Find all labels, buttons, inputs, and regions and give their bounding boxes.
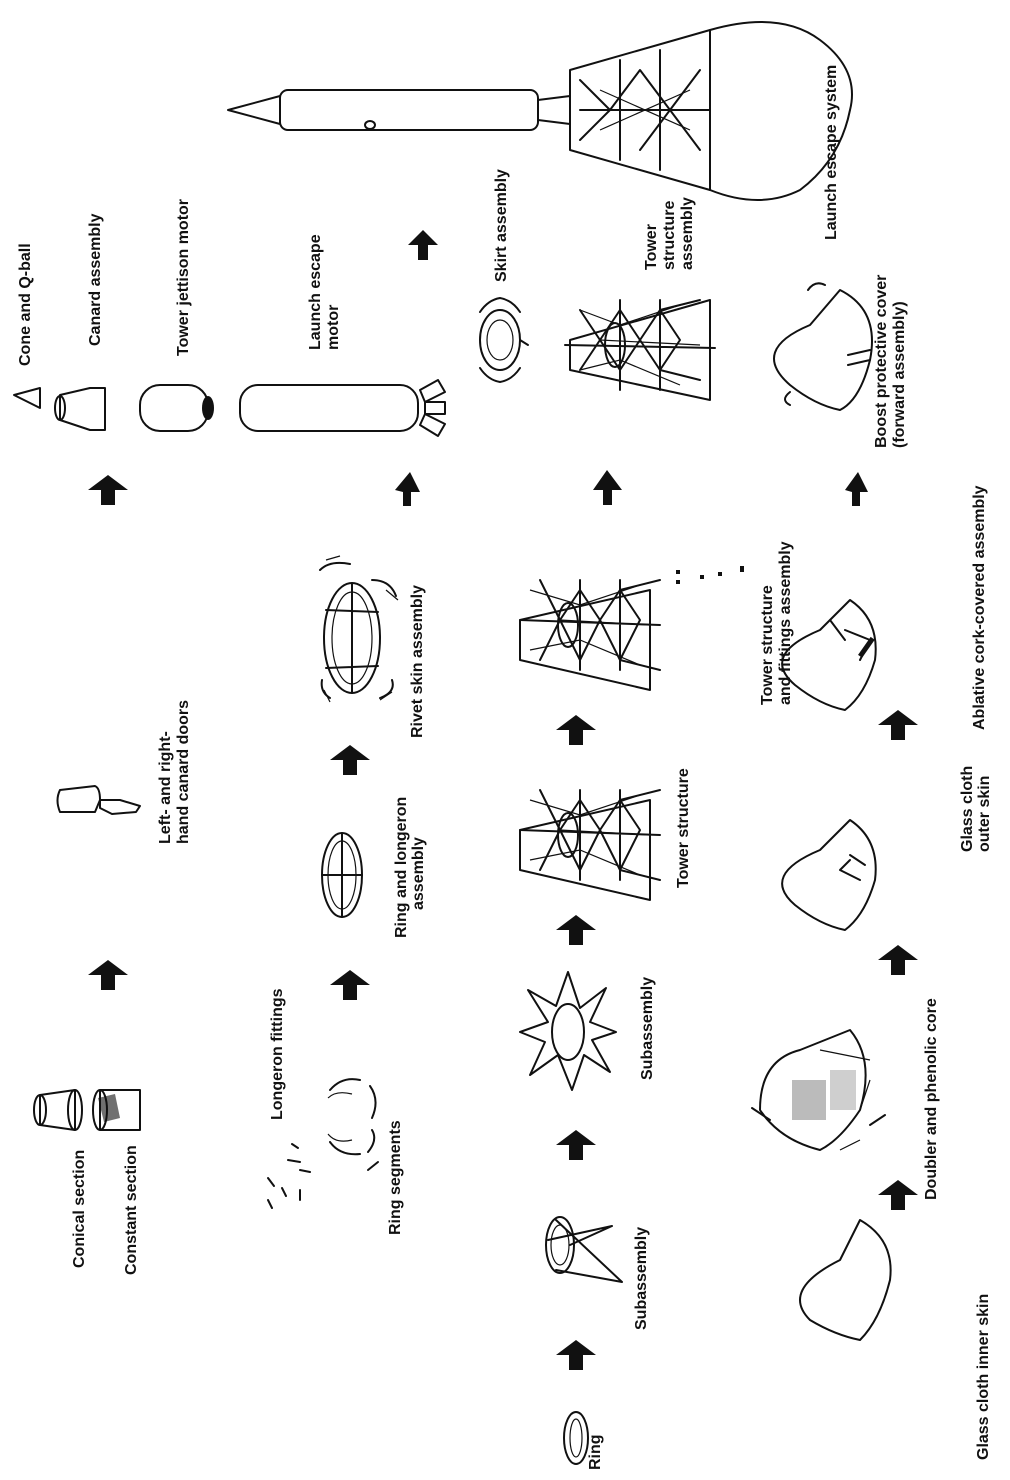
arrow-fittings-to-assembly [593, 470, 622, 505]
arrow-sub1-to-sub2 [556, 1130, 596, 1160]
ring-drawing [563, 1411, 589, 1465]
label-canard-doors-line1: Left- and right- [157, 731, 174, 844]
label-longeron-fittings: Longeron fittings [269, 988, 286, 1120]
label-constant: Constant section [123, 1145, 140, 1275]
constant-section-drawing [92, 1089, 141, 1131]
label-tower-assembly-line2: structure [661, 201, 678, 270]
arrow-segments-to-ring-longeron [330, 970, 370, 1000]
label-tower-structure: Tower structure [675, 768, 692, 888]
rivet-skin-drawing [319, 555, 399, 703]
label-skirt: Skirt assembly [493, 169, 510, 282]
conical-section-drawing [33, 1089, 83, 1131]
label-canard-assembly: Canard assembly [87, 213, 104, 346]
label-tower-fittings-line1: Tower structure [759, 585, 776, 705]
arrow-sub2-to-tower [556, 915, 596, 945]
skirt-drawing [479, 297, 529, 383]
doubler-core-drawing [751, 1029, 886, 1151]
subassembly-2-drawing [519, 971, 617, 1091]
label-launch-escape-system: Launch escape system [823, 65, 840, 240]
glass-inner-skin-drawing [799, 1219, 892, 1341]
arrow-doubler-to-outer [878, 945, 918, 975]
label-boost-cover-line2: (forward assembly) [891, 301, 908, 448]
label-ablative: Ablative cork-covered assembly [971, 485, 988, 730]
label-ring-segments: Ring segments [387, 1120, 404, 1235]
label-boost-cover-line1: Boost protective cover [873, 275, 890, 448]
label-glass-outer-line1: Glass cloth [959, 766, 976, 852]
arrow-outer-to-ablative [878, 710, 918, 740]
ring-longeron-drawing [321, 832, 363, 918]
canard-doors-drawing [56, 785, 141, 815]
label-rivet-skin: Rivet skin assembly [409, 585, 426, 738]
label-tower-assembly-line1: Tower [643, 224, 660, 270]
label-subassembly-2: Subassembly [639, 977, 656, 1080]
label-glass-inner: Glass cloth inner skin [975, 1294, 992, 1460]
ring-segments-drawing [327, 1078, 379, 1171]
glass-outer-skin-drawing [781, 819, 877, 931]
arrow-inner-to-doubler [878, 1180, 918, 1210]
tower-assembly-drawing [564, 299, 716, 401]
cone-qball-drawing [13, 387, 41, 409]
canard-assembly-drawing [54, 387, 106, 431]
subassembly-1-drawing [545, 1216, 623, 1283]
label-escape-motor-line2: motor [325, 305, 342, 350]
boost-cover-drawing [773, 282, 873, 411]
tower-jettison-motor-drawing [139, 384, 214, 432]
arrow-ring-longeron-to-rivet [330, 745, 370, 775]
label-escape-motor-line1: Launch escape [307, 234, 324, 350]
arrow-ring-to-sub1 [556, 1340, 596, 1370]
tower-structure-drawing [519, 789, 661, 901]
label-subassembly-1: Subassembly [633, 1227, 650, 1330]
label-conical: Conical section [71, 1150, 88, 1268]
label-tower-fittings-line2: and fittings assembly [777, 541, 794, 705]
arrow-sections-to-doors [88, 960, 128, 990]
launch-escape-system-drawing [227, 21, 853, 201]
longeron-fittings-drawing [267, 1143, 311, 1209]
arrow-skirt-to-system [408, 230, 438, 260]
label-ring-longeron-line2: assembly [410, 837, 427, 910]
tower-fittings-drawing [519, 566, 744, 691]
label-doubler: Doubler and phenolic core [923, 998, 940, 1200]
label-ring-longeron-line1: Ring and longeron [393, 797, 410, 938]
arrow-ablative-to-cover [845, 472, 868, 506]
label-tower-jettison: Tower jettison motor [175, 199, 192, 356]
launch-escape-motor-drawing [239, 379, 446, 437]
label-glass-outer-line2: outer skin [976, 776, 993, 852]
label-ring: Ring [587, 1434, 604, 1470]
label-canard-doors-line2: hand canard doors [175, 700, 192, 844]
label-tower-assembly-line3: assembly [679, 197, 696, 270]
flow-arrows [88, 230, 918, 1370]
arrow-doors-to-canard [88, 475, 128, 505]
ablative-assembly-drawing [781, 599, 877, 711]
label-cone-qball: Cone and Q-ball [17, 243, 34, 366]
arrow-rivet-to-skirt [395, 472, 420, 506]
arrow-tower-to-fittings [556, 715, 596, 745]
